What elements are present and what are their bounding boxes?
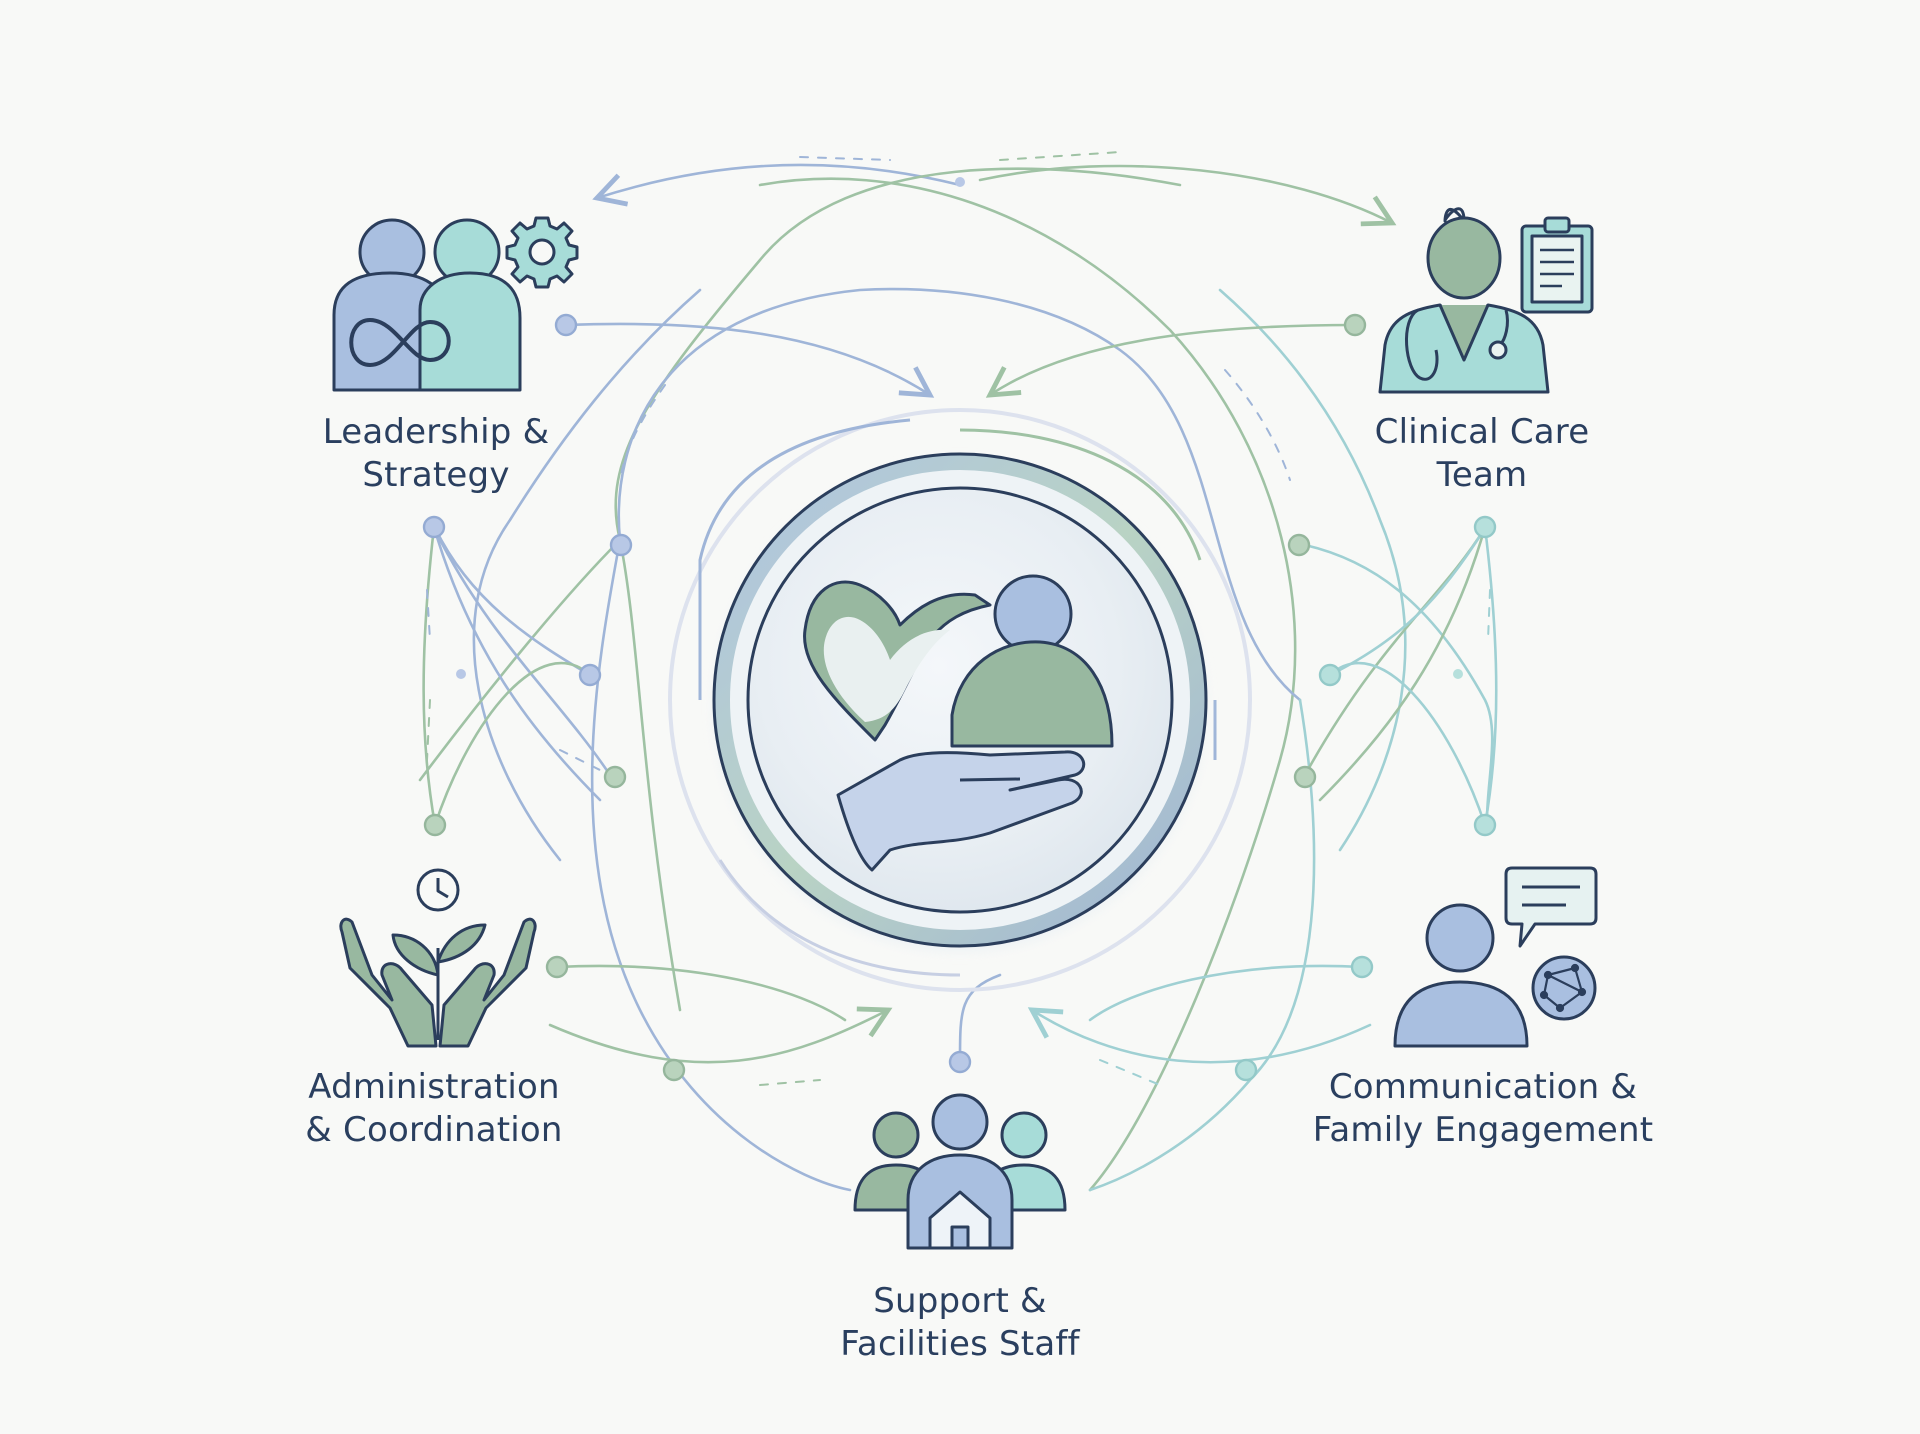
right-lower-arc [1088, 698, 1316, 1192]
label-line: Communication & [1328, 1067, 1638, 1107]
junction-dot [1318, 663, 1342, 687]
cross-arc-3 [617, 287, 1302, 702]
dash-left-4 [559, 749, 601, 771]
left-lower-arc [590, 538, 852, 1192]
junction-dot [1343, 313, 1367, 337]
people-gear-icon [332, 216, 579, 392]
junction-dot [1473, 515, 1497, 539]
top-arc-right [978, 164, 1397, 227]
junction-dot [609, 533, 633, 557]
left-mid-arc-3 [433, 526, 592, 677]
left-mid-arc-2 [433, 528, 612, 777]
junction-dot [662, 1058, 686, 1082]
left-mid-arc [418, 538, 622, 782]
label-line: Strategy [362, 455, 510, 495]
arrow-comm-to-hub [1088, 964, 1364, 1022]
dash-left-3 [426, 699, 431, 761]
person-chat-globe-icon [1393, 866, 1598, 1048]
dash-right-2 [1487, 589, 1491, 641]
clinical-to-comm [1318, 525, 1487, 802]
label-communication-family-engagement: Communication & Family Engagement [1298, 1066, 1668, 1152]
dash-left-2 [426, 589, 431, 641]
label-line: Facilities Staff [840, 1324, 1080, 1364]
leadership-to-admin [432, 525, 602, 802]
label-line: Clinical Care [1374, 412, 1590, 452]
junction-dot [603, 765, 627, 789]
dash-right-1 [1224, 369, 1291, 481]
junction-dot [423, 813, 447, 837]
junction-dot [554, 313, 578, 337]
junction-dot [1453, 669, 1463, 679]
label-line: Team [1436, 455, 1528, 495]
junction-dot [955, 177, 965, 187]
right-crosslink [1328, 661, 1487, 827]
label-line: Support & [873, 1281, 1047, 1321]
junction-dot [456, 669, 466, 679]
junction-dot [1234, 1058, 1258, 1082]
junction-dot [545, 955, 569, 979]
junction-dot [1473, 813, 1497, 837]
leadership-link [422, 525, 437, 827]
right-outer-arc [1218, 288, 1407, 852]
label-line: Administration [308, 1067, 560, 1107]
group-house-icon [853, 1093, 1067, 1250]
left-crosslink [433, 661, 592, 827]
heart-hand-person-icon [803, 574, 1114, 872]
junction-dot [1350, 955, 1374, 979]
right-mid-arc [1303, 543, 1494, 822]
arrow-comm-to-hub-2 [1027, 1007, 1372, 1064]
label-line: Leadership & [322, 412, 550, 452]
label-clinical-care-team: Clinical Care Team [1352, 411, 1612, 497]
label-line: & Coordination [305, 1110, 563, 1150]
central-hub [668, 408, 1252, 992]
arrow-admin-to-hub [555, 964, 847, 1022]
arrow-admin-to-hub-2 [548, 1006, 893, 1064]
label-support-facilities-staff: Support & Facilities Staff [805, 1280, 1115, 1366]
doctor-clipboard-icon [1378, 207, 1594, 394]
arrow-leadership-to-hub [564, 322, 935, 398]
label-line: Family Engagement [1312, 1110, 1654, 1150]
arrow-clinical-to-hub [985, 323, 1357, 398]
label-administration-coordination: Administration & Coordination [278, 1066, 590, 1152]
support-link [958, 973, 1002, 1062]
clinical-link [1483, 525, 1498, 827]
junction-dot [578, 663, 602, 687]
junction-dots [422, 177, 1497, 1082]
junction-dot [948, 1050, 972, 1074]
dash-left-1 [619, 384, 666, 481]
hands-plant-clock-icon [339, 868, 537, 1048]
junction-dot [422, 515, 446, 539]
dash-bottom-left [759, 1079, 821, 1086]
junction-dot [1293, 765, 1317, 789]
right-mid-arc-3 [1328, 526, 1487, 677]
left-outer-arc [472, 288, 702, 862]
junction-dot [1287, 533, 1311, 557]
dash-top-right [999, 151, 1121, 161]
label-leadership-strategy: Leadership & Strategy [306, 411, 566, 497]
connector-network [418, 151, 1498, 1192]
dash-top-left [799, 156, 891, 161]
top-arc-left [592, 163, 962, 207]
dash-bottom-right [1099, 1059, 1161, 1086]
cross-arc-2 [758, 177, 1297, 1192]
